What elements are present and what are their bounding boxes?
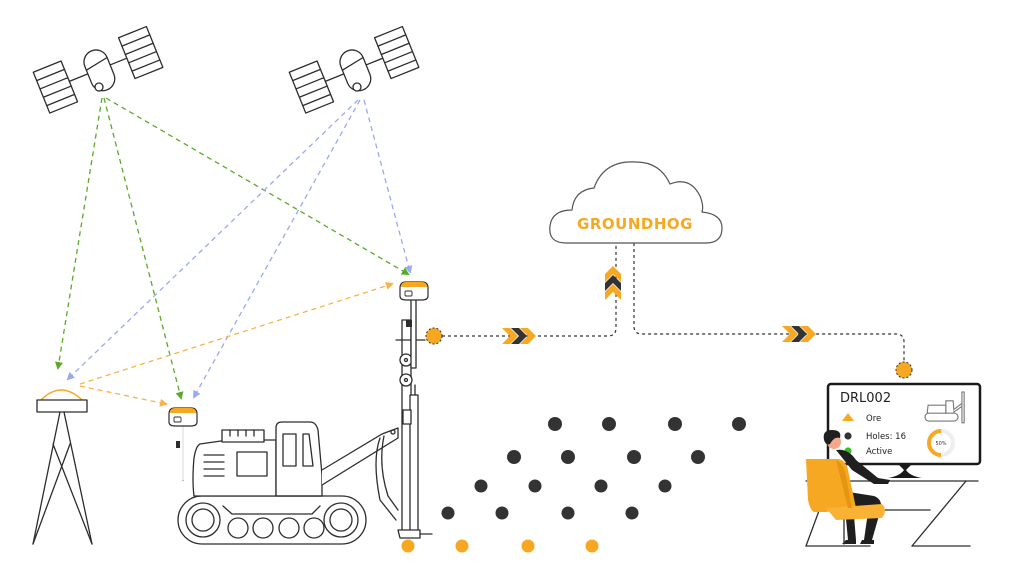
planned-hole: [548, 417, 562, 431]
signal-orange-to-cab: [79, 385, 168, 407]
monitor: [826, 382, 982, 478]
planned-hole: [627, 450, 641, 464]
planned-hole: [668, 417, 682, 431]
drilled-hole: [401, 539, 415, 553]
drilled-hole: [585, 539, 599, 553]
satellite-right-icon: [288, 25, 420, 114]
signal-blue-to-base: [66, 99, 359, 381]
progress-ring: 50%: [927, 429, 955, 457]
legend-active: Active: [866, 447, 892, 457]
planned-hole: [507, 450, 521, 464]
planned-hole: [625, 506, 639, 520]
planned-hole: [602, 417, 616, 431]
planned-hole: [561, 506, 575, 520]
satellite-left-icon: [32, 25, 164, 114]
cloud-label: GROUNDHOG: [577, 215, 693, 233]
gnss-signal-lines: [55, 97, 413, 407]
signal-blue-to-mast: [363, 99, 413, 274]
drill-rig-icon: [177, 297, 433, 545]
chair-icon: [806, 459, 885, 545]
drill-hole-pattern: [401, 417, 746, 553]
drilled-hole: [455, 539, 469, 553]
mini-drill-rig-icon: [924, 391, 965, 424]
cloud-icon: [549, 161, 723, 244]
chevron-up-icon: [605, 266, 621, 300]
office-downlink-node: [895, 361, 913, 379]
planned-hole: [495, 506, 509, 520]
ore-triangle-icon: [842, 413, 854, 421]
monitor-legend: Ore Holes: 16 Active: [842, 413, 906, 457]
planned-hole: [528, 479, 542, 493]
planned-hole: [732, 417, 746, 431]
planned-hole: [658, 479, 672, 493]
planned-hole: [691, 450, 705, 464]
legend-holes: Holes: 16: [866, 432, 906, 442]
rig-uplink-node: [425, 327, 443, 345]
signal-green-to-base: [55, 97, 103, 370]
planned-hole: [474, 479, 488, 493]
signal-green-to-mast: [105, 97, 410, 276]
mast-gnss-receiver-icon: [399, 281, 429, 301]
planned-hole: [441, 506, 455, 520]
monitor-title: DRL002: [840, 391, 891, 406]
data-flow-lines: [442, 243, 905, 370]
legend-ore: Ore: [866, 414, 881, 424]
planned-hole: [594, 479, 608, 493]
drilled-hole: [521, 539, 535, 553]
progress-label: 50%: [935, 441, 946, 447]
signal-blue-to-cab: [193, 99, 361, 399]
chevron-right-icon: [782, 326, 816, 342]
signal-orange-to-mast: [79, 282, 394, 385]
cab-gnss-receiver-icon: [168, 407, 198, 481]
signal-green-to-cab: [103, 97, 184, 400]
planned-hole: [561, 450, 575, 464]
gnss-base-station-icon: [32, 389, 93, 545]
chevron-right-icon: [502, 328, 536, 344]
holes-dot-icon: [844, 432, 852, 440]
